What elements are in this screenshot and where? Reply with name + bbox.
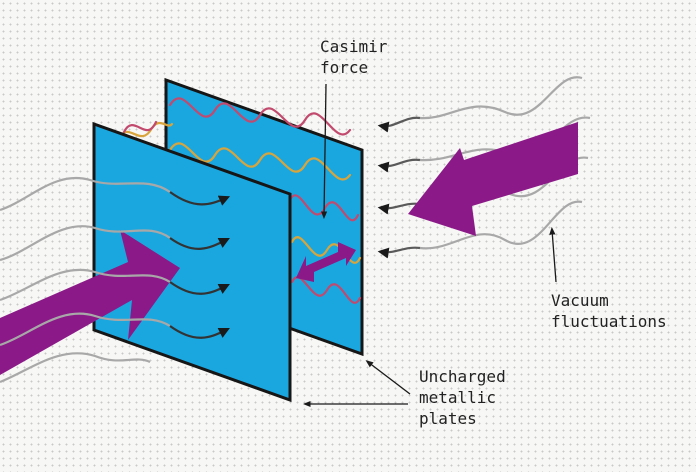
left-wave-1-tail bbox=[169, 191, 231, 206]
inner-wave-1 bbox=[168, 97, 352, 136]
inner-wave-3 bbox=[288, 194, 360, 222]
left-wave-1 bbox=[0, 177, 171, 212]
uncharged-plates-label-line-2: metallic bbox=[419, 388, 497, 407]
uncharged-plates-label-line-1: Uncharged bbox=[419, 367, 506, 386]
uncharged-plates-label: Uncharged metallic plates bbox=[419, 366, 506, 429]
casimir-force-label-line-2: force bbox=[320, 58, 369, 77]
right-pressure-arrow bbox=[408, 122, 578, 236]
left-wave-2-tail bbox=[169, 237, 230, 250]
casimir-force-label: Casimir force bbox=[320, 36, 387, 78]
right-wave-tail-2 bbox=[377, 158, 421, 173]
left-pressure-arrow bbox=[0, 230, 180, 375]
casimir-force-arrow bbox=[296, 242, 356, 282]
left-wave-3-tail bbox=[169, 281, 230, 295]
left-wave-5 bbox=[0, 352, 151, 384]
inner-wave-top-b bbox=[122, 120, 158, 134]
inner-wave-2 bbox=[168, 142, 352, 181]
plates-pointer-back bbox=[365, 360, 411, 395]
right-wave-4 bbox=[419, 200, 583, 250]
left-wave-4-tail bbox=[169, 325, 230, 339]
right-wave-tail-4 bbox=[377, 246, 421, 259]
right-wave-1 bbox=[419, 76, 583, 120]
left-wave-2 bbox=[0, 225, 171, 262]
front-plate bbox=[92, 121, 292, 403]
uncharged-plates-label-line-3: plates bbox=[419, 409, 477, 428]
vacuum-fluctuations-label-line-2: fluctuations bbox=[551, 312, 667, 331]
casimir-force-label-line-1: Casimir bbox=[320, 37, 388, 56]
inner-waves bbox=[116, 97, 362, 304]
left-wave-3 bbox=[0, 268, 171, 302]
left-wave-4 bbox=[0, 312, 171, 347]
vacuum-fluctuations-label-line-1: Vacuum bbox=[551, 291, 609, 310]
right-wave-tail-1 bbox=[377, 116, 421, 133]
left-vacuum-waves bbox=[0, 177, 231, 384]
vacuum-fluctuations-label: Vacuum fluctuations bbox=[551, 290, 667, 332]
inner-wave-4 bbox=[290, 236, 362, 264]
vacuum-pointer bbox=[549, 226, 557, 283]
casimir-pointer bbox=[320, 83, 328, 220]
